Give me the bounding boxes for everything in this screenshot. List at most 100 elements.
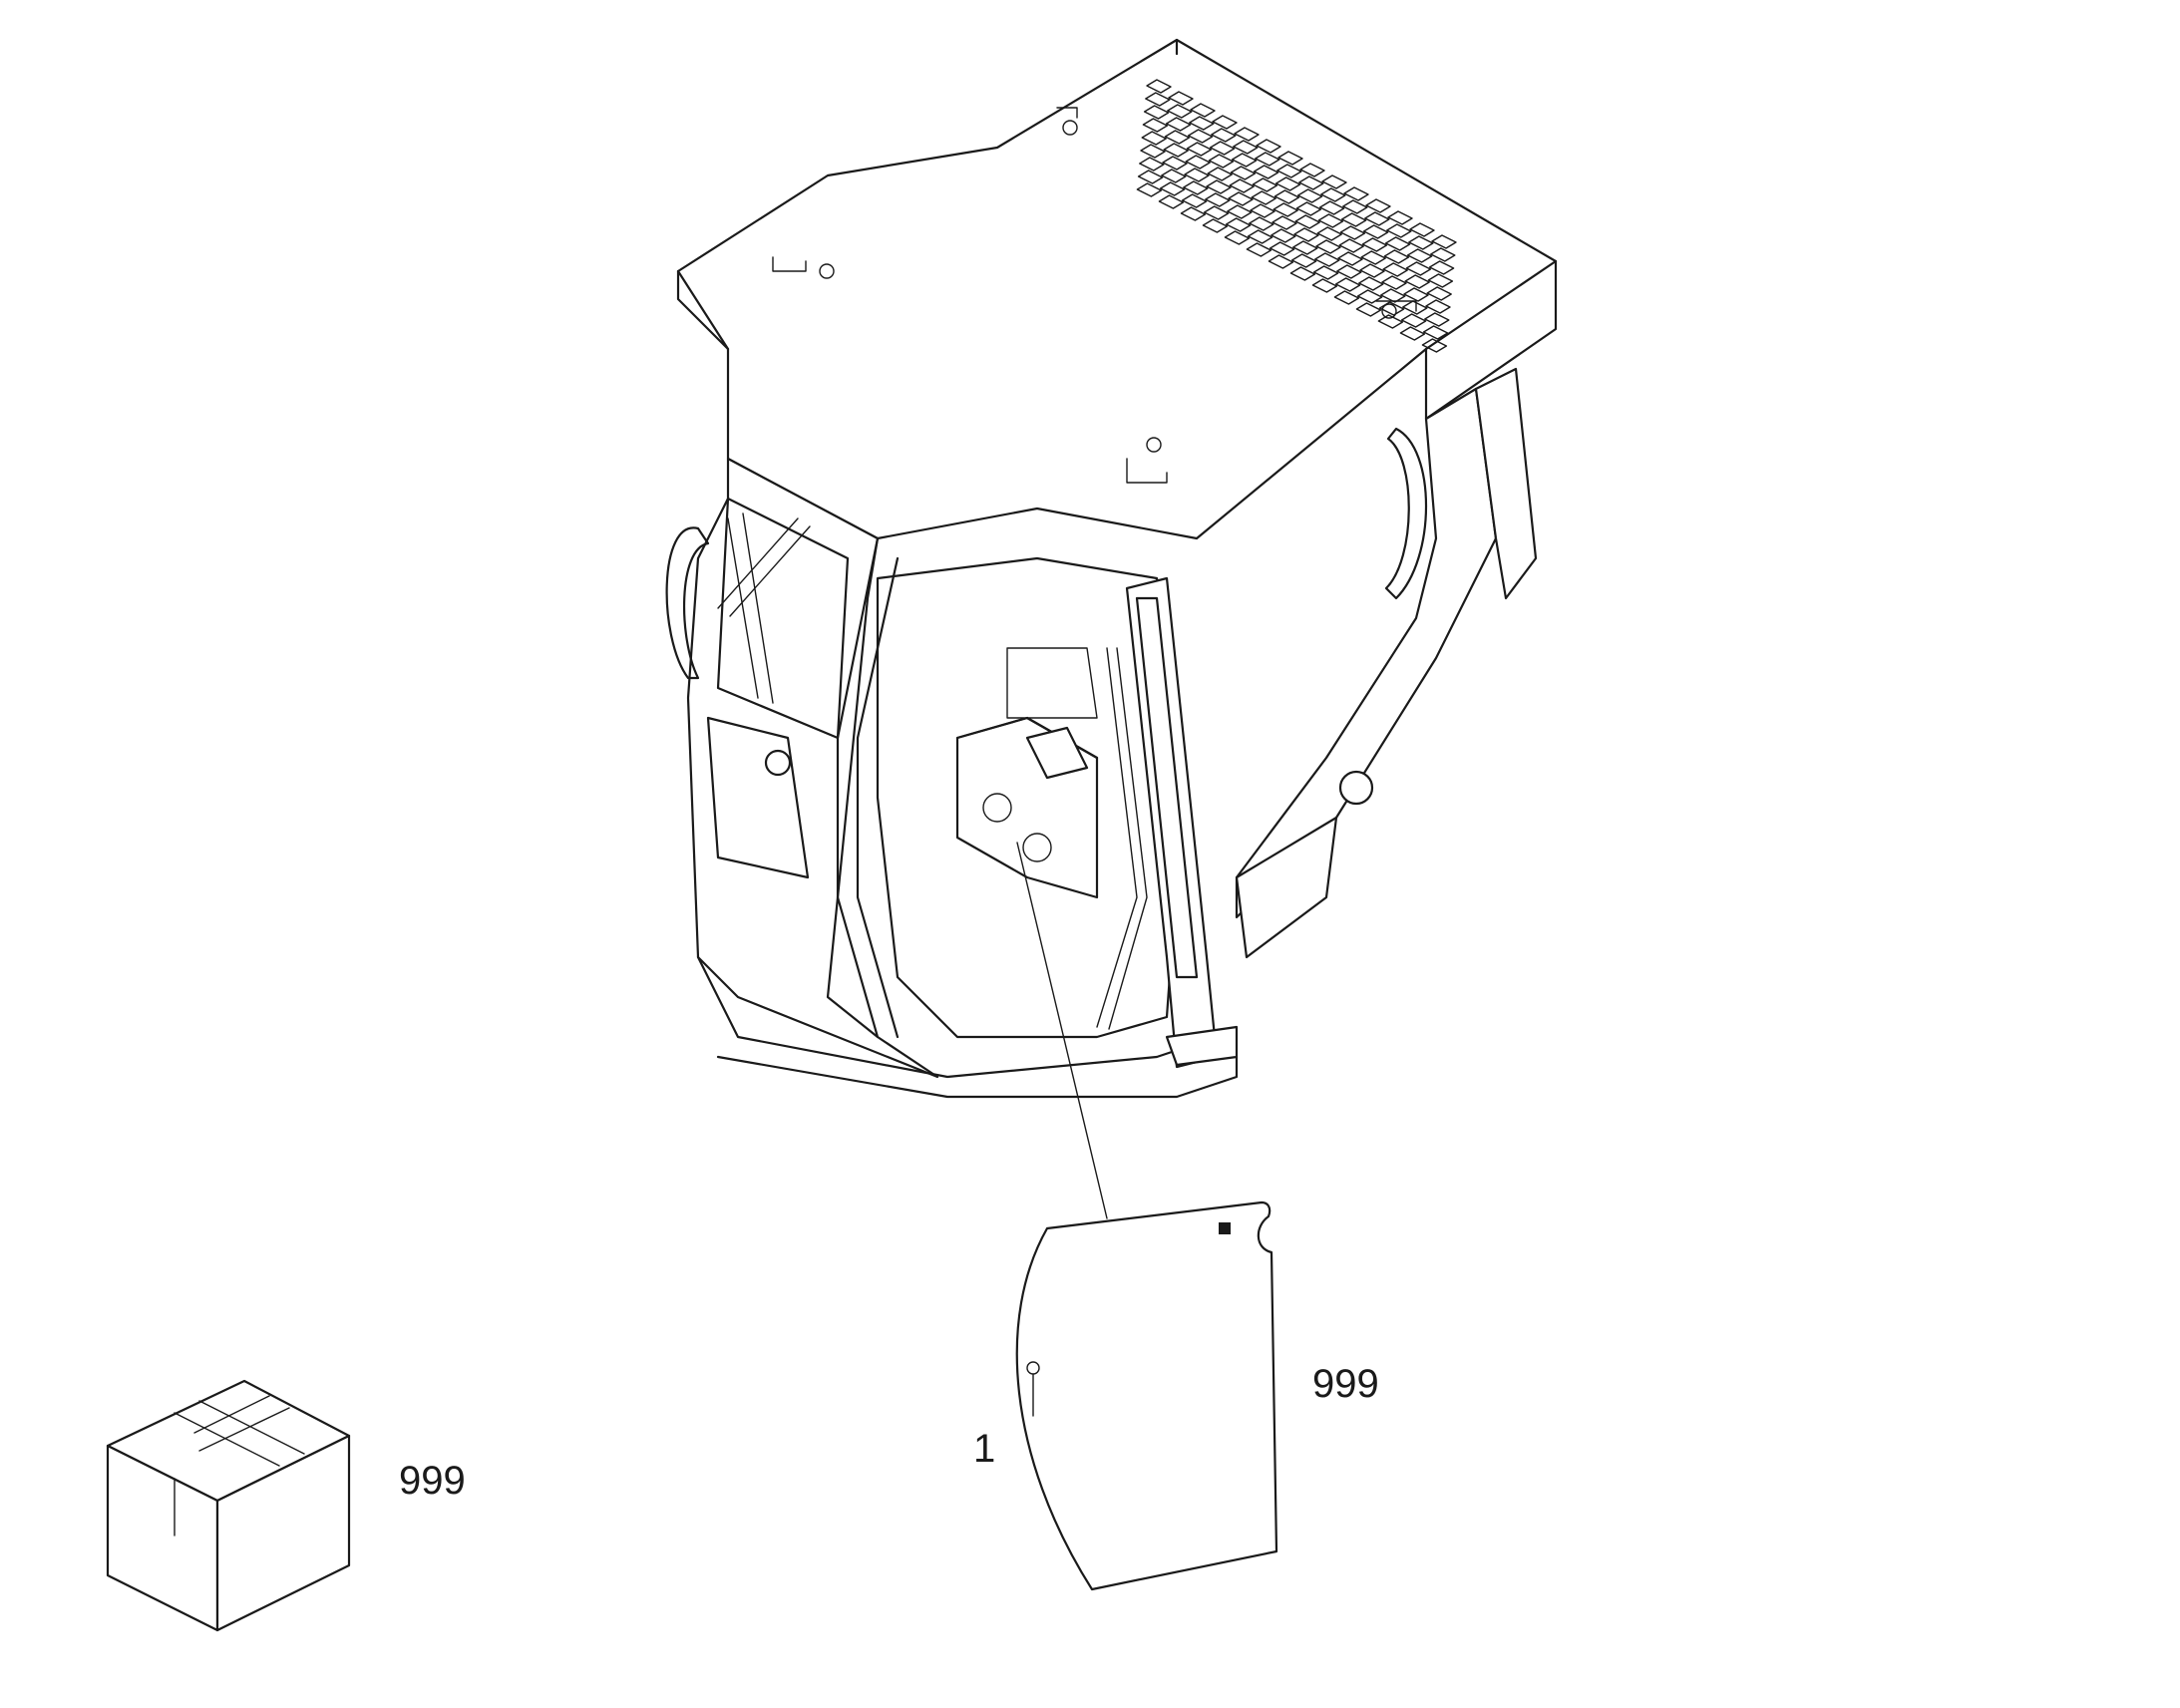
grille-slot [1312, 265, 1339, 280]
grille-slot [1382, 262, 1408, 277]
callout-glass-quantity: 999 [1312, 1362, 1379, 1406]
grille-slot [1298, 175, 1324, 190]
grille-slot [1143, 105, 1170, 120]
grille-slot [1162, 156, 1188, 171]
grille-slot [1361, 237, 1388, 252]
grille-slot [1289, 266, 1316, 281]
console-vent-1 [982, 793, 1012, 823]
lifting-hook-right [1375, 300, 1417, 319]
left-wiper [717, 512, 811, 704]
grille-slot [1272, 202, 1298, 217]
console-vent-2 [1022, 833, 1052, 862]
grille-slot [1377, 314, 1404, 329]
callout-glass-item-number: 1 [973, 1427, 996, 1471]
grille-slot [1321, 174, 1347, 189]
grille-slot [1320, 187, 1346, 202]
grille-slot [1402, 300, 1428, 315]
box-right-face [215, 1434, 351, 1632]
grille-slot [1295, 201, 1322, 216]
grille-slot [1211, 128, 1237, 143]
grille-slot [1268, 254, 1294, 269]
grille-slot [1158, 194, 1185, 209]
grille-slot [1296, 188, 1323, 203]
grille-slot [1356, 289, 1383, 304]
grille-slot [1271, 228, 1296, 243]
grille-slot [1140, 144, 1166, 159]
grille-slot [1340, 212, 1367, 227]
grille-slot [1269, 241, 1295, 256]
inner-rear-panel [1006, 647, 1098, 719]
grille-slot [1290, 253, 1317, 268]
grille-slot [1233, 140, 1259, 155]
packaging-box [106, 1379, 351, 1632]
grille-slot [1403, 287, 1429, 302]
grille-slot [1399, 326, 1426, 341]
left-storage-knob [764, 749, 792, 777]
grille-slot [1421, 338, 1448, 353]
grille-slot [1273, 189, 1300, 204]
grille-slot [1428, 260, 1455, 275]
cab-roof [676, 38, 1558, 540]
grille-slot [1250, 203, 1275, 218]
grille-slot [1146, 79, 1172, 94]
grille-slot [1207, 167, 1233, 181]
grille-slot [1225, 217, 1252, 232]
grille-slot [1431, 234, 1457, 249]
grille-slot [1205, 192, 1231, 207]
glass-pin [1026, 1361, 1040, 1417]
grille-slot [1293, 227, 1319, 242]
grille-slot [1387, 210, 1413, 225]
grille-slot [1186, 142, 1213, 157]
grille-slot [1355, 302, 1382, 317]
grille-slot [1365, 198, 1391, 213]
cab-left-wall [686, 457, 939, 1079]
glass-sticker [1219, 1222, 1231, 1234]
grille-slot [1181, 193, 1208, 208]
grille-slot [1185, 155, 1211, 170]
grille-slot [1427, 273, 1454, 288]
rear-cap [1338, 770, 1374, 806]
grille-slot [1180, 206, 1207, 221]
roof-vent-grille [1136, 79, 1457, 353]
box-flaps [174, 1395, 305, 1537]
grille-slot [1292, 240, 1318, 255]
grille-slot [1362, 224, 1389, 239]
right-grab-handle [1384, 427, 1427, 600]
grille-slot [1358, 276, 1384, 291]
grille-slot [1378, 301, 1405, 316]
grille-slot [1337, 251, 1363, 266]
door-glass-panel [1015, 1200, 1278, 1591]
grille-slot [1424, 312, 1450, 327]
grille-slot [1425, 299, 1451, 314]
callout-box-quantity: 999 [399, 1459, 466, 1503]
grille-slot [1333, 290, 1360, 305]
grille-slot [1408, 235, 1434, 250]
grille-slot [1430, 247, 1456, 262]
grille-slot [1184, 168, 1210, 182]
grille-slot [1203, 205, 1230, 220]
grille-slot [1316, 226, 1342, 241]
grille-slot [1249, 216, 1274, 231]
grille-slot [1406, 248, 1433, 263]
grille-slot [1136, 182, 1163, 197]
lifting-hook-left [772, 256, 835, 279]
grille-slot [1224, 230, 1251, 245]
grille-slot [1189, 116, 1215, 131]
left-grab-handle [665, 526, 710, 680]
grille-slot [1409, 222, 1435, 237]
grille-slot [1339, 225, 1366, 240]
grille-slot [1318, 200, 1345, 215]
grille-slot [1404, 274, 1430, 289]
grille-slot [1381, 275, 1407, 290]
grille-slot [1380, 288, 1406, 303]
grille-slot [1359, 263, 1385, 278]
grille-slot [1142, 118, 1169, 133]
mount-foot [1165, 1025, 1239, 1067]
grille-slot [1206, 179, 1232, 194]
leader-line-glass [1016, 842, 1108, 1219]
grille-slot [1277, 151, 1303, 166]
grille-slot [1314, 252, 1340, 267]
grille-slot [1299, 163, 1325, 177]
grille-slot [1230, 166, 1257, 180]
grille-slot [1246, 242, 1272, 257]
